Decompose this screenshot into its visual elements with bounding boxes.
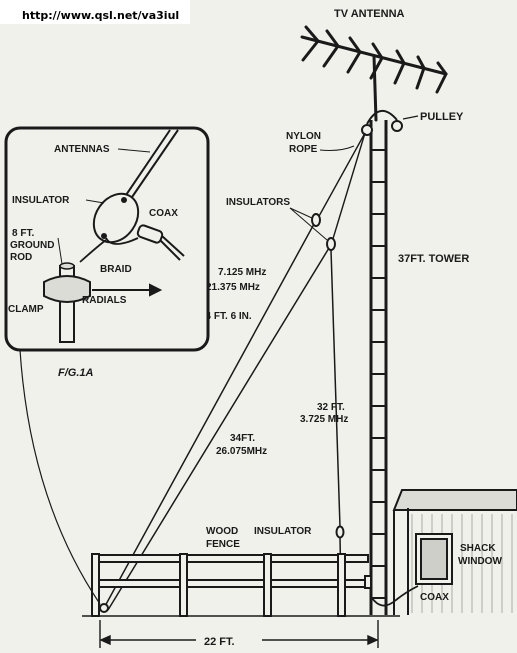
insulator-bottom: [335, 525, 345, 539]
tv-antenna-label: TV ANTENNA: [334, 8, 405, 20]
coax-cable: [371, 585, 419, 607]
pulley-icon: [361, 110, 403, 136]
pulley-leader: [402, 115, 419, 120]
insulators-label: INSULATORS: [226, 197, 290, 208]
inset-ground-rod-label-2: GROUND: [10, 240, 54, 251]
inset-coax-icon: [136, 224, 185, 261]
len-34-label: 34FT.: [230, 433, 255, 444]
tower-label: 37FT. TOWER: [398, 253, 469, 265]
inset-figure: ANTENNAS INSULATOR COAX 8 FT. GROUND ROD…: [4, 126, 210, 352]
freq-3-label: 3.725 MHz: [300, 414, 348, 425]
nylon-rope-label-1: NYLON: [286, 131, 321, 142]
shack-label-1: SHACK: [460, 543, 496, 554]
len-32-label: 32 FT.: [317, 402, 345, 413]
insulators-top: [311, 213, 336, 251]
inset-caption: F/G.1A: [58, 367, 94, 379]
radials-arrow: [92, 283, 163, 297]
inset-clamp-label: CLAMP: [8, 304, 44, 315]
wood-fence: [91, 553, 372, 617]
insulator-label: INSULATOR: [254, 526, 312, 537]
inset-ground-rod-label-1: 8 FT.: [12, 228, 34, 239]
len-34-6-label: 34 FT. 6 IN.: [200, 311, 252, 322]
nylon-rope-leader: [319, 145, 355, 151]
url-banner: [0, 0, 190, 24]
inset-radials-label: RADIALS: [82, 295, 127, 306]
inset-insulator-icon: [92, 192, 140, 244]
distance-dimension: [99, 620, 379, 648]
source-url: http://www.qsl.net/va3iul: [22, 9, 179, 22]
wood-fence-label-2: FENCE: [206, 539, 240, 550]
insulators-leader-1: [289, 207, 313, 219]
pulley-label: PULLEY: [420, 111, 464, 123]
inset-antennas-label: ANTENNAS: [54, 144, 110, 155]
tv-antenna-icon: [300, 25, 448, 122]
shack-window: [415, 533, 453, 585]
inset-braid-label: BRAID: [100, 264, 132, 275]
wood-fence-label-1: WOOD: [206, 526, 238, 537]
nylon-rope: [317, 132, 366, 243]
tower: [369, 120, 388, 615]
shack: [392, 489, 517, 615]
shack-label-2: WINDOW: [458, 556, 502, 567]
inset-leader-curve: [19, 349, 101, 605]
feed-point: [99, 603, 109, 613]
freq-7-label: 7.125 MHz: [218, 267, 266, 278]
inset-insulator-label: INSULATOR: [12, 195, 70, 206]
distance-label: 22 FT.: [204, 636, 235, 648]
freq-26-label: 26.075MHz: [216, 446, 267, 457]
coax-label: COAX: [420, 592, 449, 603]
inset-clamp-icon: [43, 275, 91, 303]
insulators-leader-2: [289, 207, 328, 241]
nylon-rope-label-2: ROPE: [289, 144, 318, 155]
inset-coax-label: COAX: [149, 208, 178, 219]
freq-21-label: 21.375 MHz: [206, 282, 260, 293]
inset-ground-rod-label-3: ROD: [10, 252, 32, 263]
